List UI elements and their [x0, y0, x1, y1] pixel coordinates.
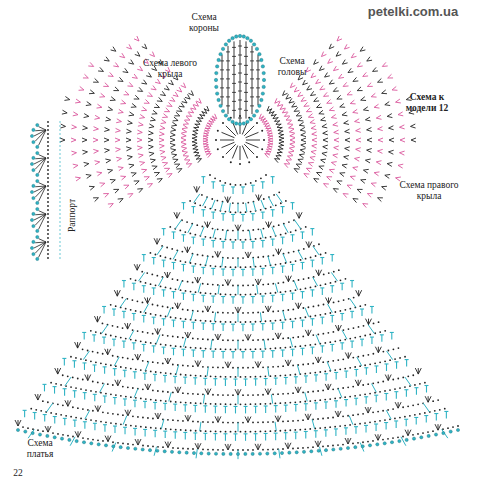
- rapport-chart: [30, 121, 60, 260]
- watermark: petelki.com.ua: [352, 5, 474, 20]
- chart-title: Схема к модели 12: [394, 92, 460, 114]
- part-name: Схема платья: [14, 438, 66, 460]
- wing-chart: [60, 36, 217, 208]
- wing-chart: [259, 36, 416, 208]
- part-name: Схема короны: [176, 12, 232, 34]
- part-name: Схема правого крыла: [398, 180, 460, 202]
- part-name: Раппорт: [67, 185, 78, 245]
- head-chart: [215, 115, 265, 165]
- part-name: Схема левого крыла: [140, 58, 200, 80]
- dress-chart: [15, 174, 460, 459]
- part-name: Схема головы: [266, 56, 318, 78]
- crown-chart: [214, 34, 265, 125]
- page-number: 22: [8, 468, 28, 479]
